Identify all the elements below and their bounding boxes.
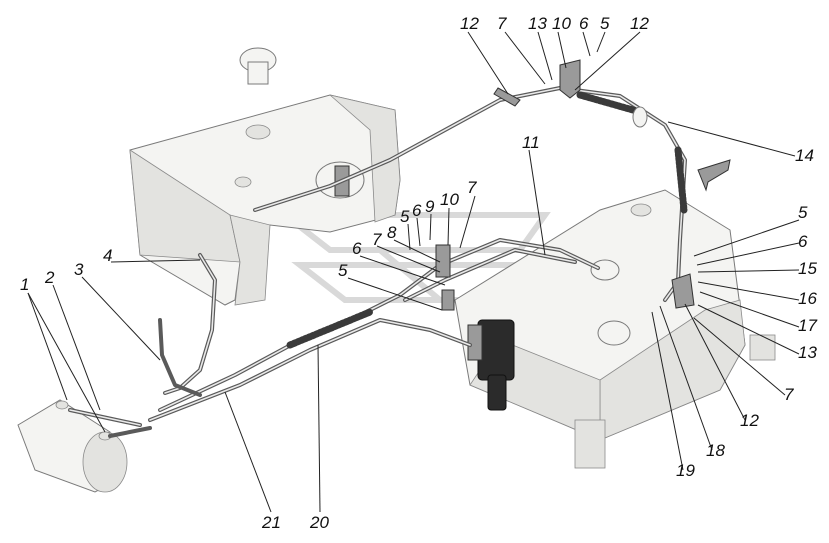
callout-10-middle: 10 bbox=[440, 190, 459, 209]
callout-11: 11 bbox=[522, 133, 540, 152]
callout-6-top: 6 bbox=[579, 14, 589, 33]
callout-20: 20 bbox=[309, 513, 329, 532]
receiver-cylinder bbox=[17, 399, 128, 493]
callout-16: 16 bbox=[798, 289, 817, 308]
upper-fuel-line bbox=[253, 59, 731, 309]
callout-12-bottom: 12 bbox=[740, 411, 759, 430]
callout-21: 21 bbox=[261, 513, 281, 532]
callout-8: 8 bbox=[387, 223, 397, 242]
callout-6-left: 6 bbox=[352, 239, 362, 258]
callout-leaders bbox=[27, 31, 800, 513]
callout-10-top: 10 bbox=[552, 14, 571, 33]
callout-13-right: 13 bbox=[798, 343, 817, 362]
callout-6-right: 6 bbox=[798, 232, 808, 251]
callout-3: 3 bbox=[74, 260, 84, 279]
callout-13-top: 13 bbox=[528, 14, 547, 33]
callout-9: 9 bbox=[425, 197, 435, 216]
middle-fuel-lines bbox=[68, 238, 600, 438]
callout-5-top: 5 bbox=[600, 14, 610, 33]
callout-18: 18 bbox=[706, 441, 725, 460]
callout-15: 15 bbox=[798, 259, 817, 278]
callout-7-left: 7 bbox=[372, 230, 382, 249]
callout-5-right: 5 bbox=[798, 203, 808, 222]
left-fuel-tank bbox=[129, 47, 401, 306]
callout-7-middle: 7 bbox=[467, 178, 477, 197]
callout-1: 1 bbox=[20, 275, 29, 294]
fuel-filter bbox=[467, 319, 515, 411]
callout-7-top: 7 bbox=[497, 14, 507, 33]
callout-17: 17 bbox=[798, 316, 817, 335]
callout-4: 4 bbox=[103, 246, 112, 265]
callout-12-top-left: 12 bbox=[460, 14, 479, 33]
callout-19: 19 bbox=[676, 461, 695, 480]
callout-6-middle: 6 bbox=[412, 201, 422, 220]
callout-12-top-right: 12 bbox=[630, 14, 649, 33]
callout-5-left: 5 bbox=[338, 261, 348, 280]
callout-5-middle: 5 bbox=[400, 207, 410, 226]
callout-14: 14 bbox=[795, 146, 814, 165]
callout-7-right: 7 bbox=[784, 385, 794, 404]
callout-labels: 12 7 13 10 6 5 12 14 11 10 7 9 6 5 8 7 6… bbox=[20, 14, 817, 532]
callout-2: 2 bbox=[44, 268, 55, 287]
